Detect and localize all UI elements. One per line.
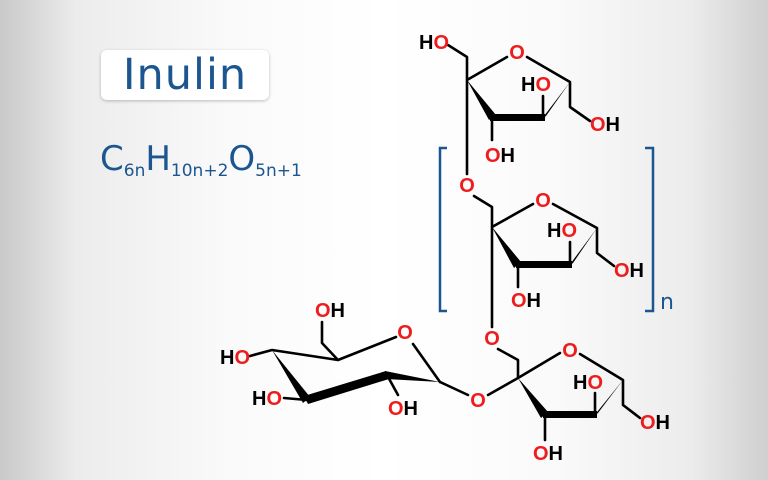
ring-oxygen-label: O — [509, 42, 525, 64]
hydroxyl-label: OH — [614, 260, 644, 282]
ring-oxygen-label: O — [562, 340, 578, 362]
formula-hydrogen: H — [145, 139, 171, 179]
hydroxyl-label: OH — [511, 290, 541, 312]
hydroxyl-label: HO — [419, 32, 449, 54]
hydroxyl-label: HO — [573, 372, 603, 394]
hydroxyl-label: HO — [252, 388, 282, 410]
glycosidic-oxygen-label: O — [470, 390, 486, 412]
molecular-formula: C6nH10n+2O5n+1 — [100, 142, 302, 180]
atom-labels: HO O HO OH OH O O HO OH OH O O HO OH OH … — [220, 32, 670, 465]
bonds — [248, 43, 642, 442]
hydroxyl-label: OH — [533, 443, 563, 465]
ring-oxygen-label: O — [535, 190, 551, 212]
formula-carbon: C — [100, 139, 124, 179]
hydroxyl-label: HO — [220, 347, 250, 369]
glycosidic-oxygen-label: O — [459, 175, 475, 197]
right-bracket — [645, 146, 655, 313]
ring-oxygen-label: O — [397, 322, 413, 344]
repeat-count-label: n — [660, 290, 674, 315]
hydroxyl-label: OH — [485, 145, 515, 167]
hydroxyl-label: OH — [590, 114, 620, 136]
formula-oxygen-count: 5n+1 — [255, 161, 302, 181]
hydroxyl-label: HO — [521, 74, 551, 96]
left-bracket — [438, 146, 447, 313]
formula-oxygen: O — [228, 139, 256, 179]
formula-carbon-count: 6n — [123, 161, 146, 181]
hydroxyl-label: OH — [388, 398, 418, 420]
formula-hydrogen-count: 10n+2 — [170, 161, 229, 181]
glycosidic-oxygen-label: O — [484, 328, 500, 350]
page-title: Inulin — [122, 49, 248, 100]
hydroxyl-label: OH — [640, 412, 670, 434]
hydroxyl-label: HO — [547, 220, 577, 242]
title-box: Inulin — [101, 50, 269, 100]
hydroxyl-label: OH — [315, 300, 345, 322]
